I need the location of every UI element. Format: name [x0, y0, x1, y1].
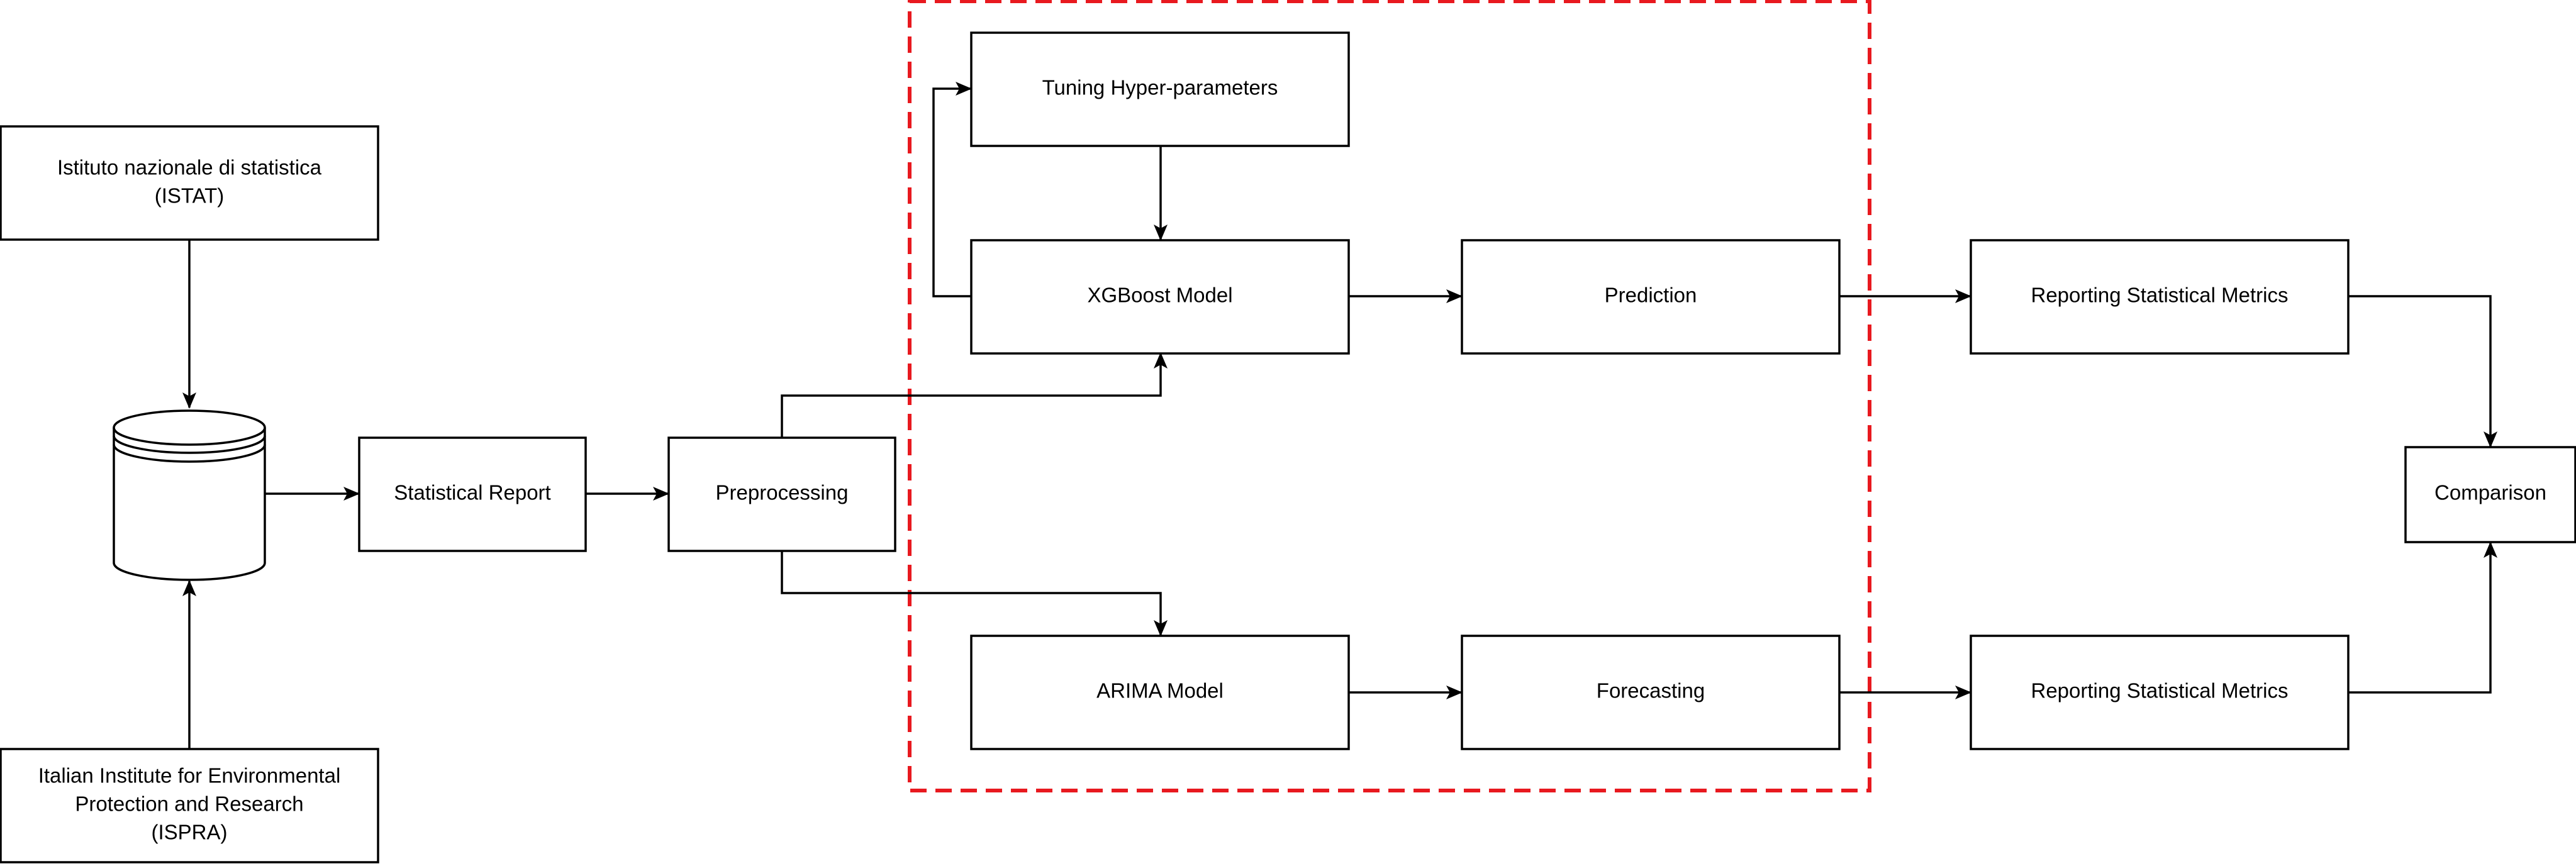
node-ispra-label-line-1: Italian Institute for Environmental	[38, 764, 341, 787]
node-tuning-label: Tuning Hyper-parameters	[1042, 76, 1278, 99]
node-ispra-label-line-3: (ISPRA)	[151, 821, 227, 844]
node-xgboost-model: XGBoost Model	[970, 239, 1350, 355]
node-istat-label-line-1: Istituto nazionale di statistica	[57, 156, 322, 179]
node-comparison-label: Comparison	[2434, 481, 2546, 504]
database-cylinder-icon	[113, 409, 266, 581]
node-istat-label-line-2: (ISTAT)	[155, 184, 225, 208]
node-istat: Istituto nazionale di statistica (ISTAT)	[0, 125, 379, 241]
node-prediction: Prediction	[1461, 239, 1841, 355]
node-tuning-hyper-parameters: Tuning Hyper-parameters	[970, 31, 1350, 147]
edge-metrics-top-to-comparison	[2348, 295, 2497, 448]
node-metrics-top: Reporting Statistical Metrics	[1970, 239, 2350, 355]
node-arima-label: ARIMA Model	[1096, 679, 1224, 702]
node-metrics-top-label: Reporting Statistical Metrics	[2031, 284, 2289, 307]
node-ispra-label-line-2: Protection and Research	[75, 792, 303, 816]
node-forecasting-label: Forecasting	[1597, 679, 1705, 702]
node-xgboost-label: XGBoost Model	[1087, 284, 1232, 307]
node-metrics-bottom-label: Reporting Statistical Metrics	[2031, 679, 2289, 702]
edge-metrics-bottom-to-comparison	[2348, 541, 2497, 694]
node-preprocessing-label: Preprocessing	[716, 481, 849, 504]
edge-preprocessing-to-xgboost	[781, 352, 1168, 437]
node-comparison: Comparison	[2404, 446, 2576, 543]
node-metrics-bottom: Reporting Statistical Metrics	[1970, 635, 2350, 750]
node-statistical-report: Statistical Report	[358, 436, 587, 552]
node-ispra: Italian Institute for Environmental Prot…	[0, 748, 379, 863]
edge-xgboost-to-tuning	[932, 82, 972, 297]
node-prediction-label: Prediction	[1605, 284, 1697, 307]
edge-preprocessing-to-arima	[781, 550, 1168, 636]
node-arima-model: ARIMA Model	[970, 635, 1350, 750]
node-preprocessing: Preprocessing	[667, 436, 896, 552]
node-statistical-report-label: Statistical Report	[394, 481, 550, 504]
node-forecasting: Forecasting	[1461, 635, 1841, 750]
